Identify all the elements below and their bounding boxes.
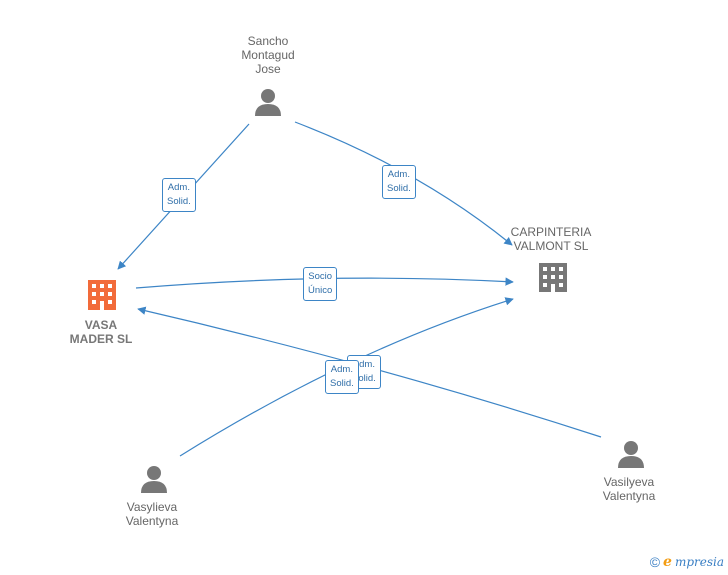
edge-label-sancho-carpinteria[interactable]: Adm. Solid. [382,165,416,199]
node-label-line: Montagud [241,48,295,62]
node-label-carpinteria[interactable]: CARPINTERIA VALMONT SL [511,225,592,253]
node-label-line: VALMONT SL [513,239,589,253]
node-label-sancho[interactable]: Sancho Montagud Jose [241,34,294,76]
node-label-line: Jose [255,62,281,76]
node-label-line: Valentyna [125,514,179,528]
node-label-line: Vasylieva [126,500,178,514]
person-icon[interactable] [618,441,644,468]
node-label-line: Valentyna [602,489,656,503]
node-label-line: Sancho [247,34,289,48]
edge-label-vasa-carpinteria[interactable]: Socio Único [303,267,338,301]
node-label-line: CARPINTERIA [510,225,592,239]
building-icon[interactable] [539,263,567,292]
edge-label-line: Adm. [352,359,375,370]
node-label-vasa[interactable]: VASA MADER SL [70,318,133,346]
edge-label-line: Solid. [352,373,376,384]
edge-label-line: Adm. [330,364,353,375]
node-label-line: VASA [84,318,118,332]
person-icon[interactable] [255,89,281,116]
brand-logo-initial: e [663,554,672,570]
edge-label-line: Adm. [167,182,190,193]
copyright-symbol: © [649,554,661,570]
edge-label-line: Solid. [387,183,411,194]
node-label-vasilyeva[interactable]: Vasilyeva Valentyna [603,475,655,503]
edge-label-sancho-vasa[interactable]: Adm. Solid. [162,178,196,212]
person-icon[interactable] [141,466,167,493]
edge-label-vasylieva-carpinteria[interactable]: Adm. Solid. [325,360,359,394]
brand-logo-name: mpresia [674,555,724,569]
edge-label-line: Solid. [330,378,354,389]
edge-label-line: Adm. [387,169,410,180]
node-label-line: MADER SL [69,332,133,346]
node-label-vasylieva[interactable]: Vasylieva Valentyna [126,500,178,528]
node-label-line: Vasilyeva [603,475,655,489]
edge-label-line: Único [308,285,333,296]
edge-label-line: Socio [308,271,333,282]
edge-label-line: Solid. [167,196,191,207]
building-focus-icon[interactable] [88,280,116,310]
